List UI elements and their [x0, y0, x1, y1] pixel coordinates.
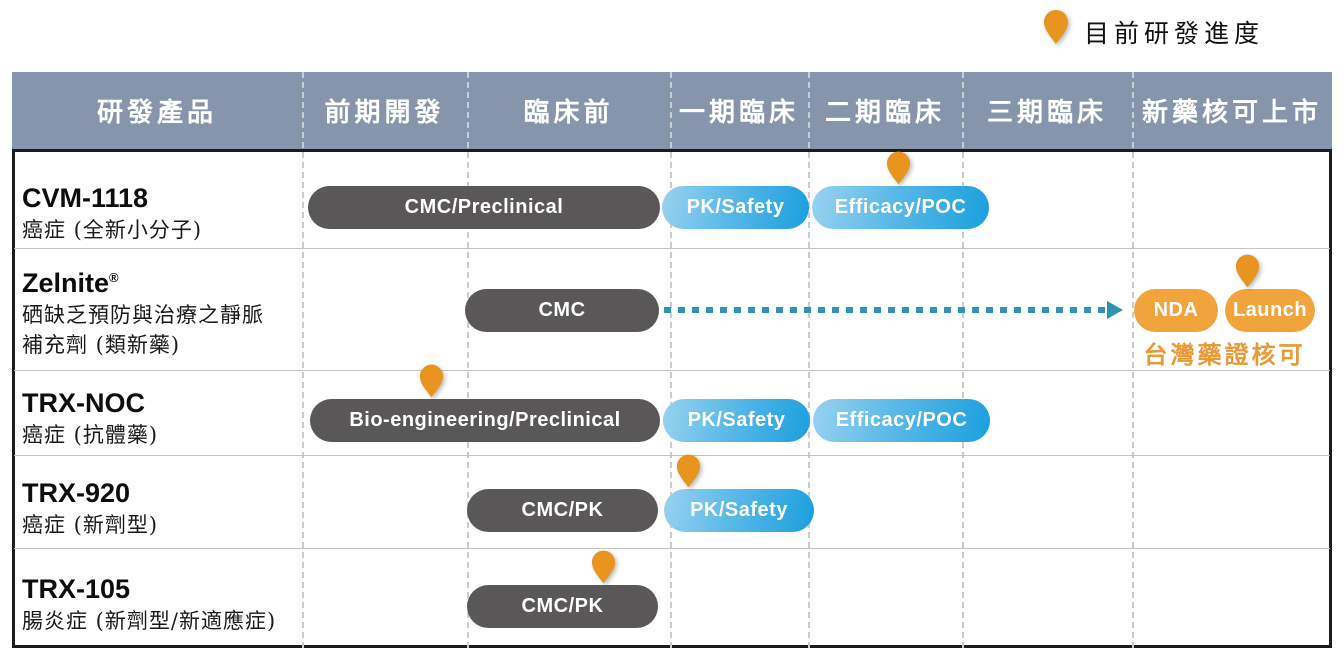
- product-name: Zelnite®: [22, 268, 119, 298]
- registered-mark: ®: [109, 270, 119, 285]
- product-name: TRX-NOC: [22, 388, 145, 418]
- column-header-5: 二期臨床: [824, 97, 945, 127]
- product-label-Zelnite: Zelnite® 硒缺乏預防與治療之靜脈補充劑 (類新藥): [22, 268, 264, 360]
- column-divider: [808, 72, 810, 648]
- stage-bar-cmc-pk: CMC/PK: [467, 489, 658, 532]
- table-header: 研發產品 前期開發 臨床前 一期臨床二期臨床 三期臨床 新藥核可上市: [12, 72, 1332, 152]
- stage-bar-efficacy-poc: Efficacy/POC: [812, 186, 989, 229]
- product-description: 癌症 (全新小分子): [22, 218, 203, 242]
- product-description: 腸炎症 (新劑型/新適應症): [22, 609, 277, 633]
- column-header-7: 新藥核可上市: [1141, 97, 1322, 127]
- column-divider: [670, 72, 672, 648]
- column-header-4: 一期臨床: [678, 97, 799, 127]
- column-divider: [1132, 72, 1134, 648]
- product-label-TRX-920: TRX-920 癌症 (新劑型): [22, 478, 158, 539]
- legend-label: 目前研發進度: [1084, 19, 1265, 48]
- column-header-3: 臨床前: [523, 97, 614, 127]
- progress-pin-icon: [885, 150, 912, 186]
- product-description: 癌症 (新劑型): [22, 513, 159, 537]
- stage-bar-pk-safety: PK/Safety: [663, 399, 810, 442]
- column-header-2: 前期開發: [324, 97, 445, 127]
- column-header-6: 三期臨床: [986, 97, 1107, 127]
- row-separator: [14, 370, 1330, 371]
- stage-bar-bio-engineering-preclinical: Bio-engineering/Preclinical: [310, 399, 660, 442]
- product-description: 補充劑 (類新藥): [22, 333, 181, 358]
- column-header-1: 研發產品: [96, 97, 217, 127]
- stage-bar-cmc-pk: CMC/PK: [467, 585, 658, 628]
- stage-bar-efficacy-poc: Efficacy/POC: [813, 399, 990, 442]
- row-separator: [14, 455, 1330, 456]
- column-divider: [467, 72, 469, 648]
- legend: 目前研發進度: [1042, 8, 1264, 50]
- product-label-CVM-1118: CVM-1118 癌症 (全新小分子): [22, 183, 202, 244]
- approval-note: 台灣藥證核可: [1143, 340, 1306, 369]
- stage-bar-nda: NDA: [1134, 289, 1218, 332]
- progress-pin-icon: [590, 549, 617, 585]
- pipeline-table-frame: [12, 72, 1332, 648]
- stage-bar-pk-safety: PK/Safety: [662, 186, 809, 229]
- product-description: 癌症 (抗體藥): [22, 423, 159, 447]
- column-divider: [962, 72, 964, 648]
- stage-bar-pk-safety: PK/Safety: [664, 489, 814, 532]
- progress-pin-icon: [418, 363, 445, 399]
- product-description: 硒缺乏預防與治療之靜脈: [22, 303, 264, 327]
- product-label-TRX-105: TRX-105 腸炎症 (新劑型/新適應症): [22, 574, 276, 635]
- stage-bar-launch: Launch: [1225, 289, 1315, 332]
- progress-pin-icon: [675, 453, 702, 489]
- column-divider: [302, 72, 304, 648]
- product-name: CVM-1118: [22, 183, 149, 213]
- product-label-TRX-NOC: TRX-NOC 癌症 (抗體藥): [22, 388, 158, 449]
- dotted-arrow-line: [664, 307, 1107, 313]
- product-name: TRX-920: [22, 478, 131, 508]
- row-separator: [14, 248, 1330, 249]
- row-separator: [14, 548, 1330, 549]
- progress-pin-icon: [1234, 253, 1261, 289]
- progress-pin-icon: [1042, 8, 1070, 46]
- stage-bar-cmc: CMC: [465, 289, 659, 332]
- product-name: TRX-105: [22, 574, 131, 604]
- arrowhead-icon: [1107, 301, 1123, 319]
- stage-bar-cmc-preclinical: CMC/Preclinical: [308, 186, 660, 229]
